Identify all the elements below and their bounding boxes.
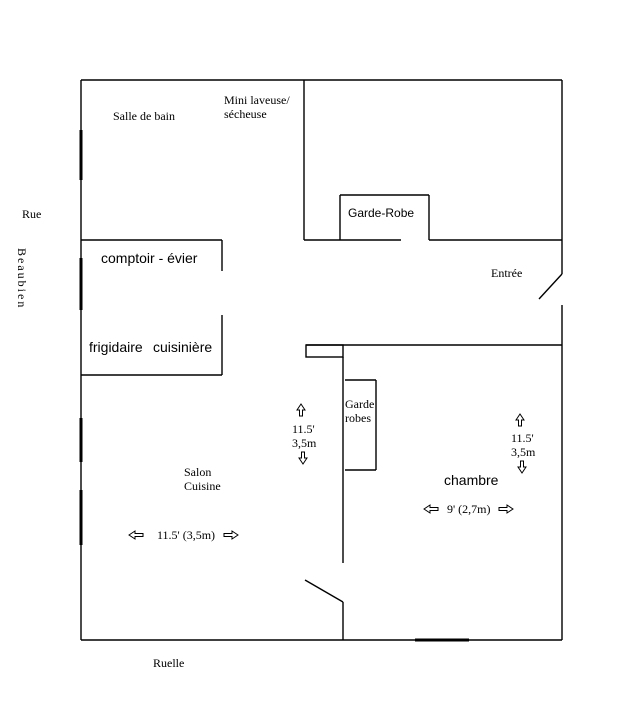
arrow-right-icon [498,504,514,514]
room-fridge: frigidaire [89,339,143,355]
interior-walls [303,80,562,640]
arrow-up-icon [515,413,525,427]
street-left-label: Rue [22,207,41,221]
windows [79,130,469,642]
room-living-line1: Salon [184,465,211,479]
arrow-left-icon [423,504,439,514]
dim-living-height-m: 3,5m [292,436,317,450]
room-closet-top: Garde-Robe [348,206,414,220]
kitchen-counters [81,239,223,376]
arrow-left-icon [128,530,144,540]
street-left-name: Beaubien [15,248,29,309]
dim-living-height-ft: 11.5' [292,422,315,436]
bedroom-door [304,579,344,603]
entrance-door [538,273,563,300]
dimension-arrows [128,403,527,540]
doors [304,273,563,603]
room-living-line2: Cuisine [184,479,221,493]
arrow-right-icon [223,530,239,540]
room-bedroom: chambre [444,472,499,488]
room-entrance: Entrée [491,266,522,280]
arrow-up-icon [296,403,306,417]
dim-living-width: 11.5' (3,5m) [157,528,215,542]
room-counter: comptoir - évier [101,250,198,266]
arrow-down-icon [517,460,527,474]
exterior-walls [80,79,563,641]
room-stove: cuisinière [153,339,212,355]
dim-bedroom-width: 9' (2,7m) [447,502,491,516]
dim-bedroom-height-ft: 11.5' [511,431,534,445]
dim-bedroom-height-m: 3,5m [511,445,536,459]
room-laundry-line1: Mini laveuse/ [224,93,290,107]
room-laundry-line2: sécheuse [224,107,267,121]
arrow-down-icon [298,451,308,465]
room-closet-bed-line1: Garde [345,397,374,411]
room-bathroom: Salle de bain [113,109,175,123]
street-bottom-label: Ruelle [153,656,184,670]
room-closet-bed-line2: robes [345,411,371,425]
